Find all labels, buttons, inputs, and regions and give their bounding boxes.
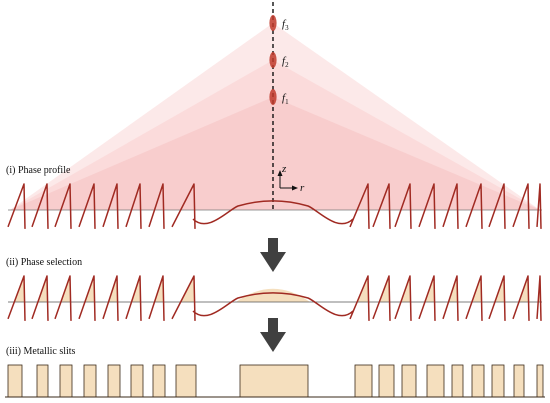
focal-spots [269,15,277,105]
metallic-slit [83,364,97,398]
focal-label-f2: f2 [282,55,289,69]
metallic-slit [471,364,485,398]
metallic-slit [7,364,23,398]
metallic-slit [513,364,525,398]
focal-spot-f3 [269,15,277,31]
phase-profile-curve [7,183,542,229]
metallic-slit [239,364,309,398]
metallic-slit [175,364,197,398]
focal-spot-f1 [269,89,277,105]
phase-selection-curve [7,275,542,321]
metallic-slit [130,364,144,398]
cone-f1 [10,97,540,210]
axis-label-r: r [300,182,305,194]
focal-label-f1: f1 [282,92,289,106]
label-phase-profile: (i) Phase profile [6,165,71,176]
down-arrow-1 [260,238,286,272]
focal-label-f3: f3 [282,18,289,32]
metallic-slits [7,364,544,398]
label-phase-selection: (ii) Phase selection [6,257,82,268]
metallic-slit [536,364,544,398]
axis-label-z: z [281,163,287,175]
down-arrow-2 [260,318,286,352]
metallic-slit [107,364,121,398]
metallic-slit [401,364,417,398]
focusing-cones [10,23,540,210]
coordinate-axes-icon [277,170,298,191]
metallic-slit [426,364,445,398]
focal-spot-f2 [269,52,277,68]
label-metallic-slits: (iii) Metallic slits [6,346,76,357]
metallic-slit [36,364,49,398]
metallic-slit [152,364,166,398]
metallic-slit [378,364,395,398]
metallic-slit [491,364,505,398]
metallic-slit [354,364,373,398]
metallic-slit [451,364,464,398]
cone-f2 [10,60,540,210]
metallic-slit [59,364,73,398]
